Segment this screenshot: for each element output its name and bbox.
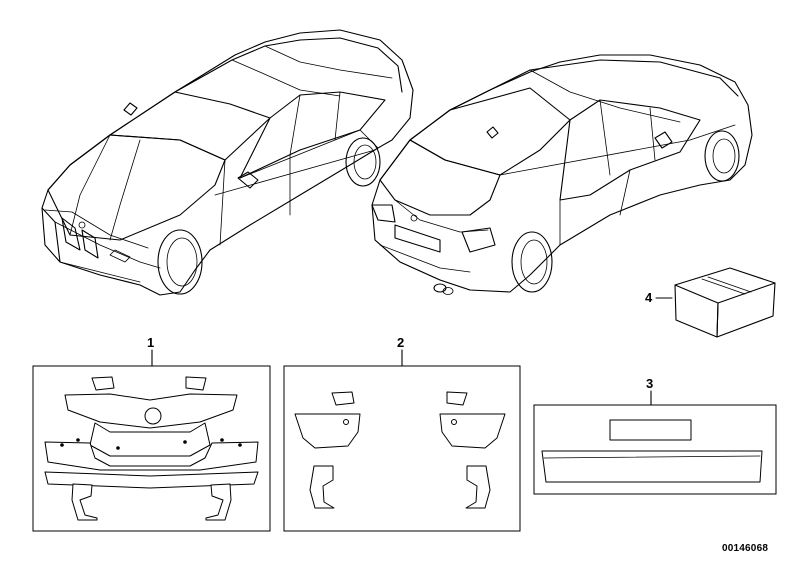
car-front-view bbox=[41, 29, 414, 296]
kit-1-frame bbox=[32, 349, 271, 532]
callout-kit-1: 1 bbox=[147, 335, 155, 350]
callout-kit-3: 3 bbox=[646, 376, 654, 391]
callout-kit-4: 4 bbox=[645, 290, 653, 305]
part-4-box bbox=[655, 267, 776, 338]
diagram-number: 00146068 bbox=[722, 543, 769, 554]
car-rear-view bbox=[371, 54, 753, 295]
kit-2-frame bbox=[283, 349, 521, 532]
kit-3-frame bbox=[533, 390, 777, 495]
callout-kit-2: 2 bbox=[397, 335, 405, 350]
